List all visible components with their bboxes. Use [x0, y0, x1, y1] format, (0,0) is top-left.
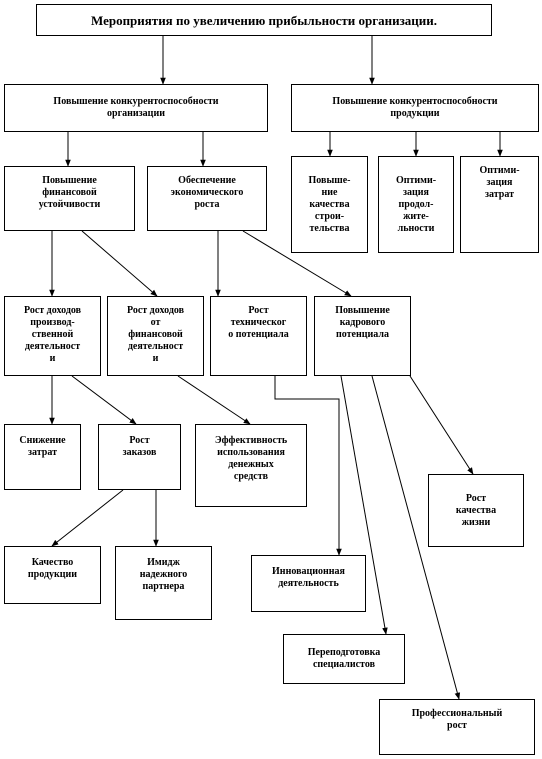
cash-efficiency-box: Эффективность использования денежных сре… — [195, 424, 307, 507]
innovation-text: Инновационная деятельность — [272, 566, 345, 589]
optimize-duration-text: Оптими- зация продол- жите- льности — [395, 174, 437, 234]
product-competitiveness-box: Повышение конкурентоспособности продукци… — [291, 84, 539, 132]
cost-reduction-box: Снижение затрат — [4, 424, 81, 490]
financial-stability-box: Повышение финансовой устойчивости — [4, 166, 135, 231]
quality-construction-box: Повыше- ние качества строи- тельства — [291, 156, 368, 253]
optimize-duration-box: Оптими- зация продол- жите- льности — [378, 156, 454, 253]
income-financial-text: Рост доходов от финансовой деятельност и — [126, 305, 185, 364]
income-production-box: Рост доходов производ- ственной деятельн… — [4, 296, 101, 376]
economic-growth-box: Обеспечение экономического роста — [147, 166, 267, 231]
optimize-costs-box: Оптими- зация затрат — [460, 156, 539, 253]
title-box: Мероприятия по увеличению прибыльности о… — [36, 4, 492, 36]
economic-growth-text: Обеспечение экономического роста — [170, 175, 244, 210]
edge-income-orders — [71, 375, 137, 425]
quality-construction-text: Повыше- ние качества строи- тельства — [308, 174, 351, 234]
title-text: Мероприятия по увеличению прибыльности о… — [90, 12, 438, 28]
org-competitiveness-text: Повышение конкурентоспособности организа… — [53, 96, 219, 119]
product-quality-box: Качество продукции — [4, 546, 101, 604]
professional-growth-text: Профессиональный рост — [411, 708, 503, 731]
product-quality-text: Качество продукции — [27, 557, 78, 580]
edge-staff-life — [409, 375, 474, 475]
reliable-partner-box: Имидж надежного партнера — [115, 546, 212, 620]
orders-growth-text: Рост заказов — [122, 435, 157, 458]
edge-orders-quality — [51, 489, 124, 547]
edge-income-fin-cash — [177, 375, 251, 425]
edge-tech-innovation — [274, 376, 342, 556]
orders-growth-box: Рост заказов — [98, 424, 181, 490]
retraining-text: Переподготовка специалистов — [307, 647, 381, 670]
cash-efficiency-text: Эффективность использования денежных сре… — [214, 435, 288, 482]
financial-stability-text: Повышение финансовой устойчивости — [38, 175, 101, 210]
edge-financial-income-fin — [81, 230, 158, 297]
life-quality-text: Рост качества жизни — [455, 492, 497, 528]
tech-potential-box: Рост техническог о потенциала — [210, 296, 307, 376]
income-financial-box: Рост доходов от финансовой деятельност и — [107, 296, 204, 376]
edge-economic-staff — [242, 230, 352, 297]
retraining-box: Переподготовка специалистов — [283, 634, 405, 684]
cost-reduction-text: Снижение затрат — [19, 435, 66, 458]
optimize-costs-text: Оптими- зация затрат — [479, 165, 520, 200]
org-competitiveness-box: Повышение конкурентоспособности организа… — [4, 84, 268, 132]
edge-staff-professional — [371, 375, 461, 700]
innovation-box: Инновационная деятельность — [251, 555, 366, 612]
staff-potential-text: Повышение кадрового потенциала — [335, 305, 390, 340]
life-quality-box: Рост качества жизни — [428, 474, 524, 547]
professional-growth-box: Профессиональный рост — [379, 699, 535, 755]
income-production-text: Рост доходов производ- ственной деятельн… — [23, 305, 82, 364]
tech-potential-text: Рост техническог о потенциала — [228, 305, 289, 340]
edge-staff-retraining — [340, 375, 388, 635]
product-competitiveness-text: Повышение конкурентоспособности продукци… — [332, 96, 498, 119]
staff-potential-box: Повышение кадрового потенциала — [314, 296, 411, 376]
reliable-partner-text: Имидж надежного партнера — [139, 557, 188, 592]
